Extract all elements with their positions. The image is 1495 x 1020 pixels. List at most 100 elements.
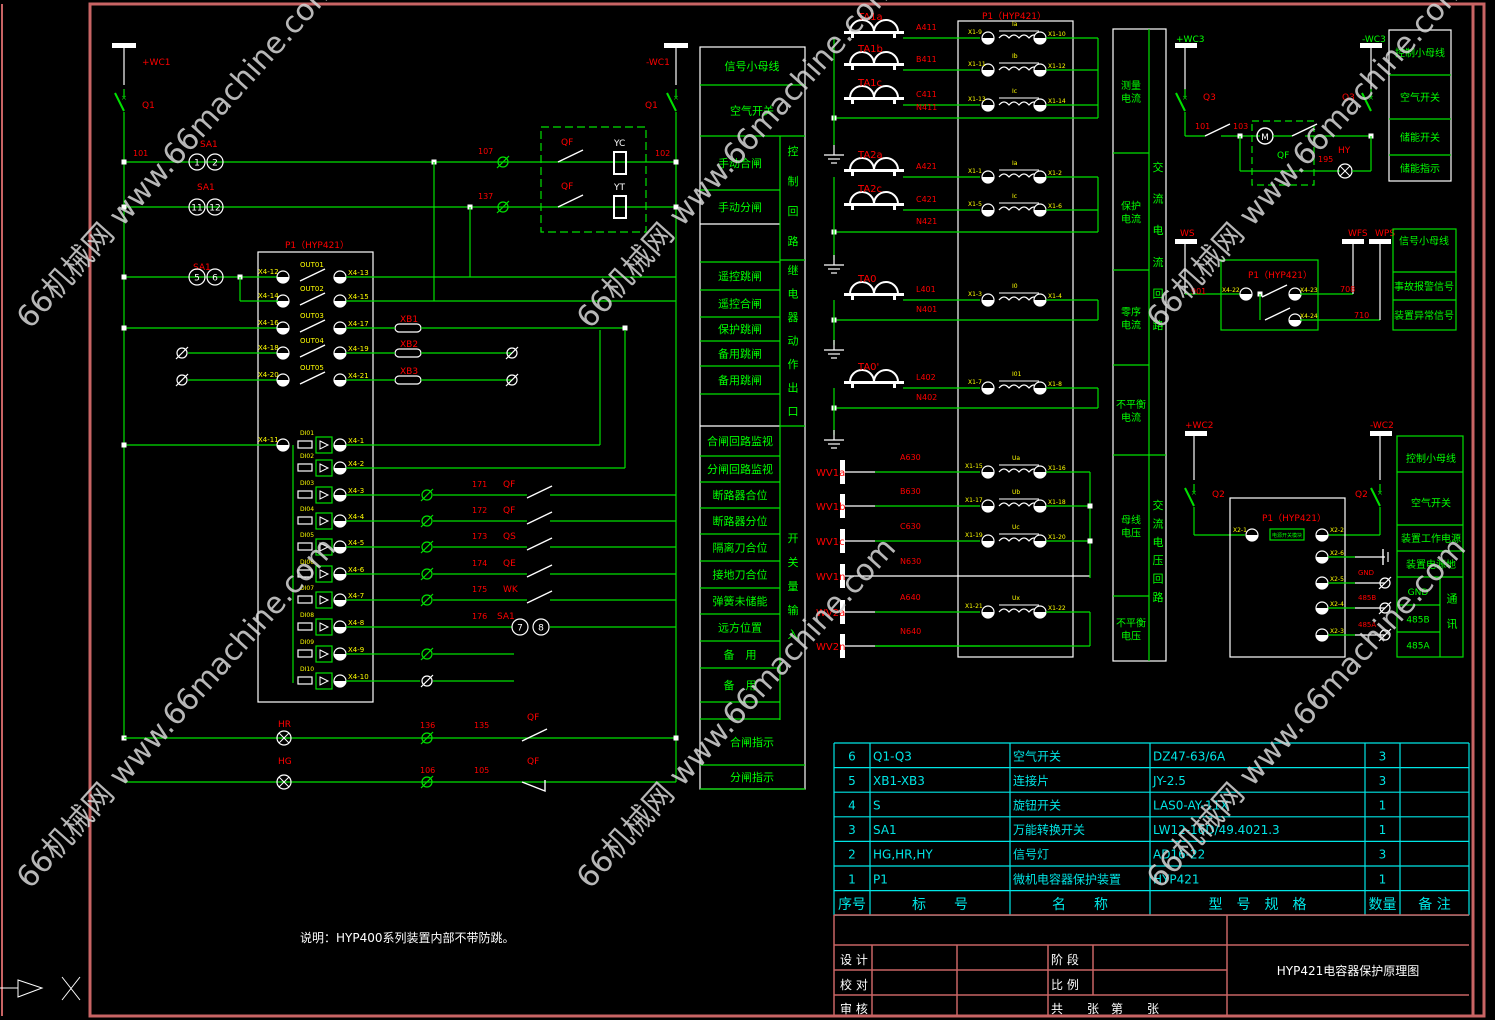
rect (851, 294, 854, 300)
opto-resistor (297, 595, 313, 604)
terminal-open-icon (1378, 576, 1392, 590)
bus-ws-icon (1175, 239, 1197, 244)
terminal-slash (175, 346, 189, 360)
terminal-slash (496, 155, 510, 169)
function-column-frame (1112, 28, 1167, 662)
terminal-ring (421, 515, 433, 527)
contact-label: OUT01 (300, 261, 324, 269)
terminal-icon (276, 438, 290, 452)
link-plate-icon (394, 375, 422, 385)
node-label: 172 (472, 506, 487, 515)
node-label: 174 (472, 559, 487, 568)
table-cell: 1 (848, 872, 856, 886)
terminal-icon (981, 499, 995, 513)
terminal-icon (333, 593, 347, 607)
terminal-label: X1-21 (965, 603, 983, 610)
wire-label: N630 (900, 557, 921, 566)
sa1-label: SA1 (200, 140, 218, 150)
legend-label: 控制小母线 (1406, 452, 1456, 465)
coil-label: I0 (1012, 283, 1018, 290)
terminal-slash (420, 540, 434, 554)
terminal-fill (334, 328, 346, 334)
coil-label: Ia (1012, 21, 1018, 28)
terminal-fill (277, 353, 289, 359)
breaker-blade (666, 92, 677, 112)
function-row-label: 遥控合闸 (718, 297, 762, 311)
coil-winding (998, 468, 1040, 473)
terminal-label: X1-8 (1048, 381, 1062, 388)
contact-label: OUT05 (300, 364, 324, 372)
terminal-icon (981, 534, 995, 548)
qf-label: QF (561, 138, 573, 148)
terminal-label: X2-3 (1330, 628, 1344, 635)
optocoupler-icon (297, 538, 333, 556)
switch-blade (1204, 123, 1231, 137)
wire-label: B630 (900, 487, 921, 496)
breaker-x: × (673, 94, 679, 102)
terminal-icon (333, 270, 347, 284)
terminal-slash (420, 593, 434, 607)
terminal-fill (334, 654, 346, 660)
terminal-icon (333, 294, 347, 308)
opto-box (315, 512, 333, 530)
function-row-label: 手动分闸 (718, 200, 762, 214)
drawing-title: HYP421电容器保护原理图 (1277, 963, 1420, 978)
terminal-fill (1289, 320, 1301, 326)
terminal-icon (1288, 287, 1302, 301)
power-module-box (1269, 528, 1305, 541)
node-label: 102 (655, 149, 670, 158)
table-cell: HG,HR,HY (873, 848, 933, 862)
terminal-slash (496, 200, 510, 214)
terminal-label: X4-10 (348, 673, 369, 681)
table-header: 序号 (838, 897, 866, 913)
junction-dot (121, 204, 127, 210)
storage-lamp-icon (1337, 163, 1353, 179)
ct-label: TA1b (857, 44, 883, 55)
terminal-fill (1034, 612, 1046, 618)
terminal-ring (421, 776, 433, 788)
function-row-label: 隔离刀合位 (713, 541, 768, 555)
terminal-label: X1-18 (1048, 499, 1066, 506)
switch-blade (299, 371, 326, 385)
terminal-fill (982, 472, 994, 478)
terminal-label: X1-6 (1048, 203, 1062, 210)
function-row-label: 备用跳闸 (718, 347, 762, 361)
bus-label: WS (1180, 229, 1195, 239)
coil-icon (998, 533, 1040, 542)
terminal-icon (1033, 63, 1047, 77)
terminal-icon (1245, 528, 1259, 542)
sa-contact-icon: 6 (206, 268, 224, 286)
terminal-label: X1-19 (965, 532, 983, 539)
terminal-fill (982, 210, 994, 216)
qf-label: QF (561, 182, 573, 192)
breaker-label: Q3 (1203, 93, 1216, 103)
device-label: WK (503, 585, 519, 595)
table-cell: 万能转换开关 (1013, 822, 1085, 837)
function-row-label: 不平衡电流 (1116, 399, 1146, 424)
terminal-fill (982, 38, 994, 44)
coil-icon (998, 169, 1040, 178)
opto-label: DI08 (300, 612, 314, 619)
bus-neg-icon (1370, 431, 1392, 436)
ct-label: TA1a (857, 12, 883, 23)
plate-label: XB3 (400, 367, 418, 377)
vt-bus-label: WV1b (816, 502, 845, 513)
terminal-fill (277, 380, 289, 386)
watermark-text: 66机械网 www.66machine.com (570, 531, 903, 895)
opto-diode (319, 622, 330, 632)
terminal-icon (981, 465, 995, 479)
table-cell: HYP421 (1153, 872, 1200, 886)
breaker-q3-icon: × (1361, 89, 1374, 112)
current-transformer-icon (844, 51, 904, 70)
terminal-icon (333, 321, 347, 335)
terminal-fill (1034, 38, 1046, 44)
coil-label: Ux (1012, 595, 1020, 602)
contact-number: 7 (517, 624, 523, 634)
terminal-slash (420, 647, 434, 661)
junction-dot (121, 159, 127, 165)
current-transformer-icon (844, 191, 904, 210)
output-contact-icon (299, 319, 326, 333)
opto-box (315, 565, 333, 583)
